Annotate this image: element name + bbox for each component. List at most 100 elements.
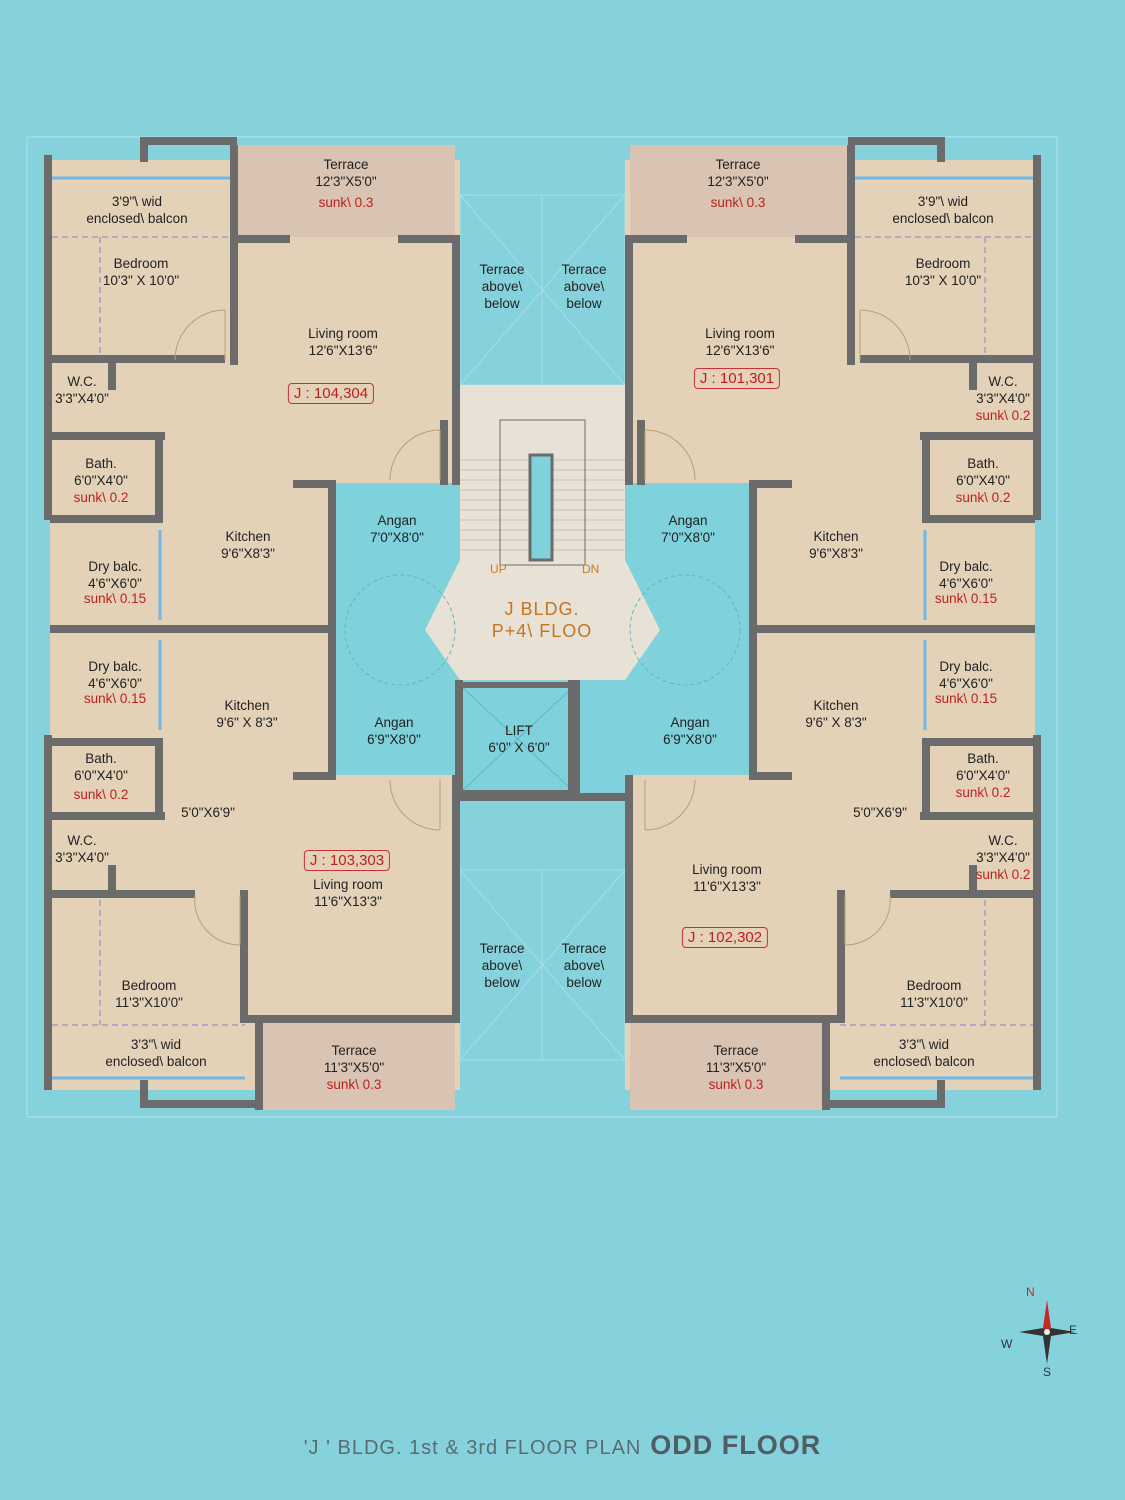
room-dimension: 11'6"X13'3" <box>314 894 382 909</box>
room-name: W.C. <box>988 833 1018 848</box>
room-dimension: 11'3"X10'0" <box>115 995 183 1010</box>
room-name: Bath. <box>967 456 999 471</box>
kitchen-label: Kitchen 9'6"X8'3" <box>809 528 863 562</box>
bath-label: Bath. 6'0"X4'0" sunk\ 0.2 <box>74 750 129 803</box>
angan-dimension: 6'9"X8'0" <box>367 732 421 747</box>
enclosed-balcony-label: 3'9"\ wid enclosed\ balcon <box>892 193 993 227</box>
terrace-ab-line2: above\ <box>563 279 605 294</box>
room-dimension: 11'3"X5'0" <box>705 1060 767 1075</box>
kitchen-label: Kitchen 9'6" X 8'3" <box>805 697 866 731</box>
room-dimension: 10'3" X 10'0" <box>102 273 180 288</box>
room-name: Living room <box>705 326 775 341</box>
room-name: Dry balc. <box>939 659 993 674</box>
sunk-level: sunk\ 0.3 <box>326 1077 382 1092</box>
sunk-level: sunk\ 0.15 <box>934 691 998 706</box>
room-dimension: 3'3"X4'0" <box>976 391 1030 406</box>
terrace-ab-line1: Terrace <box>479 941 525 956</box>
core-label: J BLDG. P+4\ FLOO <box>492 598 593 642</box>
room-name: enclosed\ balcon <box>892 211 994 226</box>
room-dimension: 3'3"X4'0" <box>55 391 109 406</box>
room-name: 3'9"\ wid <box>917 194 969 209</box>
sunk-level: sunk\ 0.2 <box>975 867 1031 882</box>
dry-balcony-label: Dry balc. 4'6"X6'0" sunk\ 0.15 <box>84 658 146 707</box>
room-name: Terrace <box>715 157 761 172</box>
terrace-above-below: Terrace above\ below <box>561 940 606 991</box>
caption-main: 'J ' BLDG. 1st & 3rd FLOOR PLAN <box>303 1437 642 1459</box>
sunk-level: sunk\ 0.2 <box>955 785 1011 800</box>
wc-label: W.C. 3'3"X4'0" sunk\ 0.2 <box>976 373 1031 424</box>
angan-dimension: 7'0"X8'0" <box>370 530 424 545</box>
bedroom-label: Bedroom 11'3"X10'0" <box>900 977 968 1011</box>
terrace-above-below: Terrace above\ below <box>479 940 524 991</box>
compass-south: S <box>1043 1365 1052 1379</box>
apartment-right <box>625 160 1035 1090</box>
wc-label: W.C. 3'3"X4'0" <box>55 832 109 866</box>
angan-dimension: 7'0"X8'0" <box>661 530 715 545</box>
bedroom-label: Bedroom 10'3" X 10'0" <box>103 255 179 289</box>
wc-label: W.C. 3'3"X4'0" <box>55 373 109 407</box>
room-dimension: 12'3"X5'0" <box>707 174 769 189</box>
kitchen-label: Kitchen 9'6" X 8'3" <box>216 697 277 731</box>
terrace-ab-line1: Terrace <box>561 262 607 277</box>
room-dimension: 3'3"X4'0" <box>976 850 1030 865</box>
enclosed-balcony-label: 3'9"\ wid enclosed\ balcon <box>86 193 187 227</box>
living-room-label: Living room 11'6"X13'3" <box>313 876 383 910</box>
room-name: enclosed\ balcon <box>86 211 188 226</box>
room-dimension: 6'0"X4'0" <box>956 473 1010 488</box>
unit-tag-104-304: J : 104,304 <box>287 383 375 404</box>
room-dimension: 6'0"X4'0" <box>74 768 128 783</box>
angan-name: Angan <box>668 513 708 528</box>
room-dimension: 12'6"X13'6" <box>705 343 775 358</box>
terrace-label: Terrace 12'3"X5'0" sunk\ 0.3 <box>315 156 376 211</box>
room-name: Dry balc. <box>939 559 993 574</box>
room-dimension: 9'6"X8'3" <box>221 546 275 561</box>
room-name: enclosed\ balcon <box>873 1054 975 1069</box>
room-name: Kitchen <box>224 698 270 713</box>
sunk-level: sunk\ 0.15 <box>83 591 147 606</box>
room-name: W.C. <box>988 374 1018 389</box>
room-dimension: 4'6"X6'0" <box>88 676 142 691</box>
bedroom-label: Bedroom 10'3" X 10'0" <box>905 255 981 289</box>
core-subtitle: P+4\ FLOO <box>491 621 593 641</box>
unit-tag-101-301: J : 101,301 <box>693 368 781 389</box>
kitchen-label: Kitchen 9'6"X8'3" <box>221 528 275 562</box>
angan-bottom-right: Angan 6'9"X8'0" <box>663 714 717 748</box>
caption-tag: ODD FLOOR <box>650 1430 822 1460</box>
room-dimension: 4'6"X6'0" <box>939 676 993 691</box>
terrace-label: Terrace 11'3"X5'0" sunk\ 0.3 <box>324 1042 384 1093</box>
terrace-ab-line3: below <box>484 975 520 990</box>
room-name: Living room <box>692 862 762 877</box>
terrace-ab-line1: Terrace <box>561 941 607 956</box>
room-dimension: 4'6"X6'0" <box>939 576 993 591</box>
room-dimension: 10'3" X 10'0" <box>904 273 982 288</box>
room-dimension: 6'0"X4'0" <box>74 473 128 488</box>
room-dimension: 12'3"X5'0" <box>315 174 377 189</box>
room-name: enclosed\ balcon <box>105 1054 207 1069</box>
room-dimension: 11'6"X13'3" <box>693 879 761 894</box>
terrace-ab-line2: above\ <box>481 958 523 973</box>
room-dimension: 12'6"X13'6" <box>308 343 378 358</box>
living-room-label: Living room 12'6"X13'6" <box>705 325 775 359</box>
angan-name: Angan <box>374 715 414 730</box>
terrace-ab-line2: above\ <box>481 279 523 294</box>
terrace-ab-line1: Terrace <box>479 262 525 277</box>
compass-west: W <box>1001 1337 1013 1351</box>
room-name: W.C. <box>67 833 97 848</box>
bedroom-label: Bedroom 11'3"X10'0" <box>115 977 183 1011</box>
lift-name: LIFT <box>505 723 533 738</box>
room-name: Bath. <box>85 456 117 471</box>
room-name: Dry balc. <box>88 659 142 674</box>
dry-balcony-label: Dry balc. 4'6"X6'0" sunk\ 0.15 <box>935 658 997 707</box>
sunk-level: sunk\ 0.3 <box>318 195 374 210</box>
terrace-label: Terrace 11'3"X5'0" sunk\ 0.3 <box>706 1042 766 1093</box>
angan-top-left: Angan 7'0"X8'0" <box>370 512 424 546</box>
stair-down-label: DN <box>582 562 600 576</box>
compass: N E S W <box>1000 1285 1095 1380</box>
room-dimension: 11'3"X10'0" <box>900 995 968 1010</box>
room-name: Dry balc. <box>88 559 142 574</box>
angan-dimension: 6'9"X8'0" <box>663 732 717 747</box>
core-title: J BLDG. <box>504 599 580 619</box>
compass-north: N <box>1026 1285 1035 1299</box>
terrace-above-below: Terrace above\ below <box>561 261 606 312</box>
room-name: Bedroom <box>113 256 169 271</box>
